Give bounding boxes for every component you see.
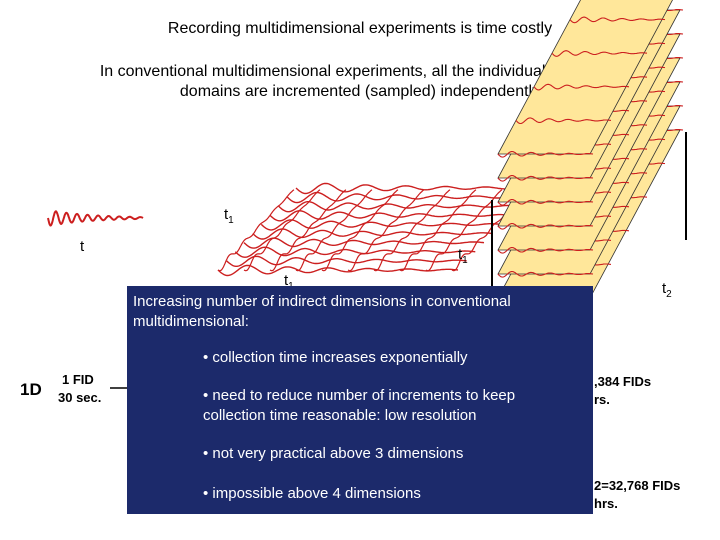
fid-trace [569, 16, 666, 24]
fid-trace [269, 189, 347, 272]
fid-1d-wave [47, 210, 144, 227]
fid-trace [226, 255, 467, 267]
fid-trace [217, 189, 295, 272]
info-overlay-box: Increasing number of indirect dimensions… [127, 286, 593, 514]
fid-2d-plane [217, 182, 537, 277]
overlay-bullet: • collection time increases exponentiall… [203, 349, 468, 366]
fid-trace [295, 189, 373, 272]
fid-trace [217, 264, 459, 277]
row-1d-fid-count: 1 FID [62, 372, 94, 387]
fid-trace [533, 83, 630, 91]
slide-subtitle: In conventional multidimensional experim… [99, 63, 621, 100]
fid-trace [243, 189, 321, 272]
fid-plane [497, 0, 673, 155]
row-4d-time-partial: hrs. [594, 496, 618, 511]
axis-label-t1-right: t1 [458, 246, 468, 266]
axis-label-t2: t2 [662, 280, 672, 300]
overlay-bullet: • impossible above 4 dimensions [203, 485, 421, 502]
axis-label-t1-upper: t1 [224, 206, 234, 226]
row-3d-time-partial: rs. [594, 392, 610, 407]
fid-trace [252, 228, 493, 240]
fid-trace [243, 237, 485, 249]
axis-label-t: t [80, 238, 85, 255]
fid-trace [399, 189, 477, 272]
fid-trace [551, 50, 648, 57]
overlay-heading: Increasing number of indirect dimensions… [133, 293, 511, 330]
row-1d-label: 1D [20, 380, 42, 399]
fid-trace [497, 174, 594, 182]
fid-trace [278, 201, 519, 213]
cube-frame [491, 132, 687, 300]
slide-title: Recording multidimensional experiments i… [167, 20, 553, 37]
fid-trace [497, 198, 594, 206]
fid-trace [295, 182, 537, 195]
fid-trace [497, 270, 594, 278]
row-3d-fid-count-partial: ,384 FIDs [594, 374, 652, 389]
fid-trace [47, 210, 144, 227]
fid-trace [497, 150, 594, 158]
fid-trace [321, 189, 399, 272]
fid-trace [497, 222, 594, 230]
row-4d-fid-count-partial: 2=32,768 FIDs [594, 478, 681, 493]
fid-3d-cube [491, 0, 687, 302]
fid-trace [234, 246, 476, 258]
fid-trace [373, 189, 451, 272]
fid-trace [260, 219, 502, 231]
fid-trace [269, 210, 511, 222]
fid-trace [497, 246, 594, 254]
fid-trace [286, 191, 528, 204]
fid-trace [425, 189, 503, 272]
fid-trace [515, 117, 612, 125]
overlay-bullet: • not very practical above 3 dimensions [203, 445, 464, 462]
row-1d-time: 30 sec. [58, 390, 102, 405]
overlay-bullet: • need to reduce number of increments to… [203, 387, 516, 424]
fid-trace [347, 189, 425, 272]
